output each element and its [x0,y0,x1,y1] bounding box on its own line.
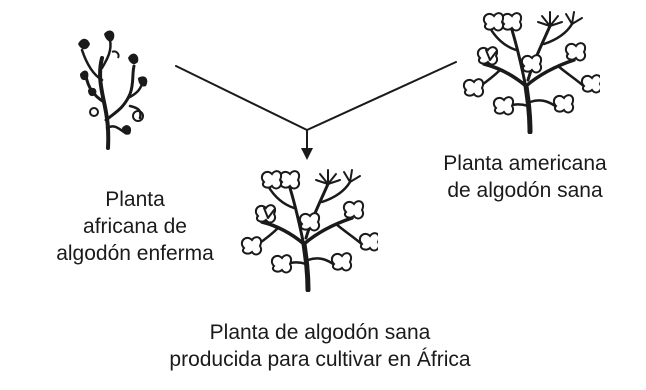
american-plant-label-line: de algodón sana [447,179,603,202]
connector-from-american [306,61,457,131]
african-plant-label: Planta africana de algodón enferma [20,186,250,267]
connector-from-african [175,65,308,131]
african-plant-label-line: Planta [105,188,165,211]
result-plant-label-line: Planta de algodón sana [209,321,431,344]
african-plant-label-line: algodón enferma [56,242,214,265]
american-plant-label-line: Planta americana [443,152,607,175]
result-plant-label-line: producida para cultivar en África [169,348,471,371]
diseased-cotton-plant-icon [78,30,148,150]
american-plant-label: Planta americana de algodón sana [415,150,635,204]
healthy-cotton-plant-icon [462,11,600,134]
african-plant-label-line: africana de [83,215,187,238]
result-plant-label: Planta de algodón sana producida para cu… [110,319,530,373]
arrow-head [301,148,313,160]
healthy-cotton-plant-icon [240,169,378,292]
